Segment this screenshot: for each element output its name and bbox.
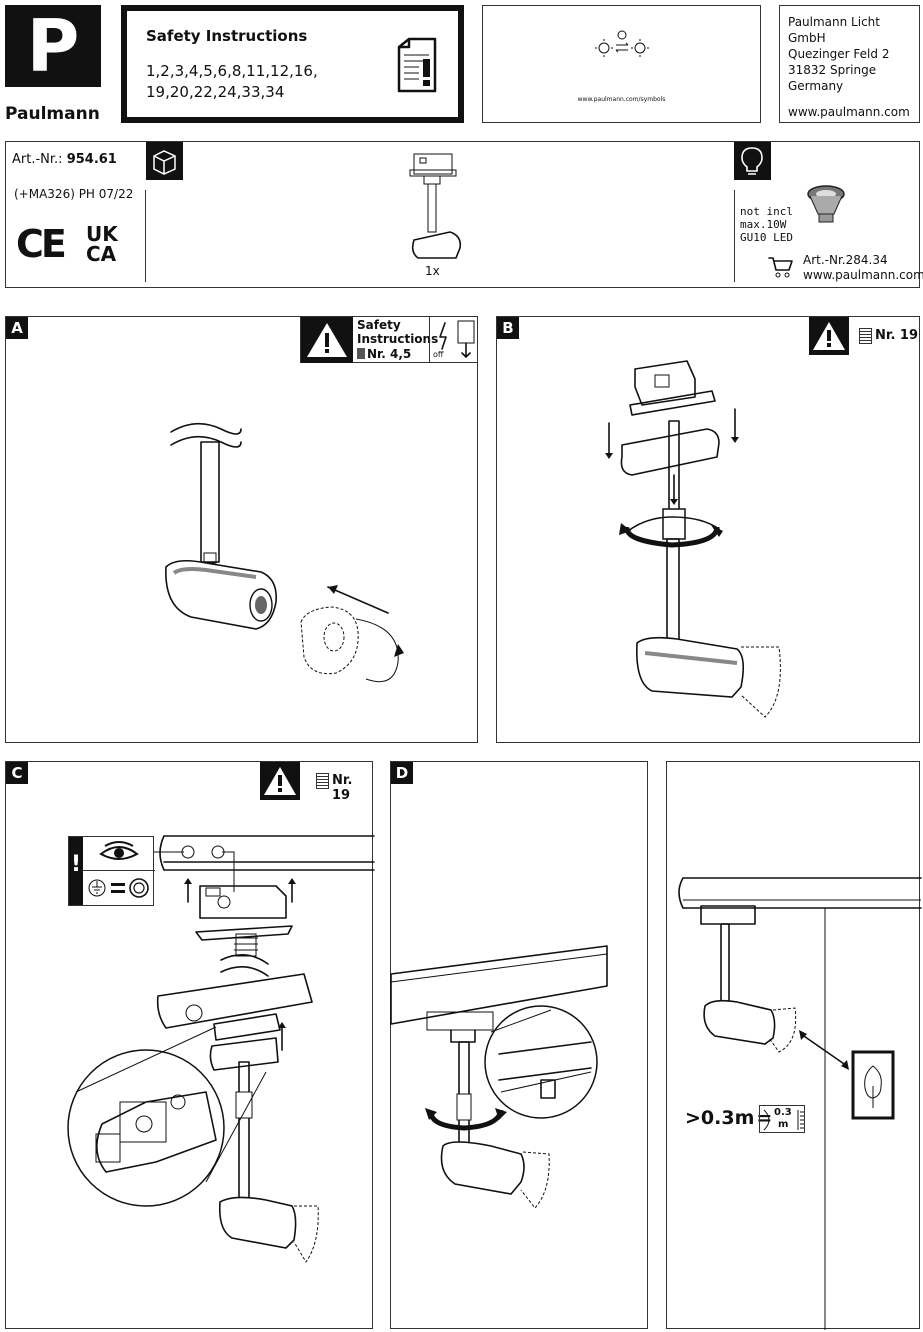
safety-numbers-2: 19,20,22,24,33,34 (146, 83, 285, 101)
step-a-panel: A Safety Instructions Nr. 4,5 off (5, 316, 478, 743)
step-c-nr: Nr. 19 (332, 773, 353, 803)
ground-warning-box: ! (68, 836, 155, 906)
ukca-mark: UK CA (86, 224, 118, 264)
eye-icon (99, 841, 139, 860)
step-b-illustration (605, 360, 781, 718)
company-web[interactable]: www.paulmann.com (788, 105, 910, 119)
lamp-max-watt: max.10W (740, 218, 787, 231)
divider-right (734, 190, 735, 282)
spotlight-product-illustration (409, 153, 462, 259)
warning-icon (809, 317, 849, 355)
step-b-label: B (497, 317, 519, 339)
brand-name: Paulmann (5, 104, 100, 124)
step-c-header: Nr. 19 (260, 762, 374, 803)
step-b-panel: B Nr. 19 (496, 316, 920, 743)
step-c-label: C (6, 762, 28, 784)
article-number: 954.61 (66, 152, 117, 167)
warning-icon (301, 317, 353, 363)
step-a-safety-nr: Nr. 4,5 (357, 347, 411, 361)
lamp-article: Art.-Nr.284.34 (803, 253, 888, 267)
product-box: Art.-Nr.: 954.61 (+MA326) PH 07/22 CE UK… (5, 141, 923, 288)
step-b-header: Nr. 19 (809, 317, 921, 355)
document-icon (357, 348, 365, 359)
step-d-panel: D (390, 761, 648, 1329)
step-d-illustration (390, 945, 608, 1209)
step-d-label: D (391, 762, 413, 784)
divider-left (145, 190, 146, 282)
step-c-illustration (67, 835, 375, 1263)
gu10-bulb-image (807, 185, 845, 223)
step-b-nr: Nr. 19 (875, 328, 918, 343)
company-country: Germany (788, 79, 844, 93)
distance-label-bottom: m (778, 1119, 789, 1130)
lamp-web[interactable]: www.paulmann.com (803, 268, 923, 282)
step-c-panel: C Nr. 19 ! (5, 761, 375, 1329)
safety-numbers-1: 1,2,3,4,5,6,8,11,12,16, (146, 62, 318, 80)
article-label-text: Art.-Nr.: (12, 152, 63, 167)
warning-icon (260, 762, 300, 800)
step-a-illustration (165, 422, 404, 683)
step-a-safety-title-2: Instructions (357, 332, 439, 346)
exclamation-icon: ! (69, 837, 83, 905)
product-quantity: 1x (425, 264, 440, 278)
symbols-box: www.paulmann.com/symbols (482, 5, 761, 123)
divider (83, 870, 155, 871)
variant-text: (+MA326) PH 07/22 (14, 187, 134, 201)
brand-logo: P (5, 5, 101, 87)
brand-logo-letter: P (26, 4, 80, 88)
safety-title: Safety Instructions (146, 27, 308, 45)
lamp-info: not incl max.10W GU10 LED (740, 205, 793, 244)
off-label: off (433, 350, 444, 359)
bulb-icon (734, 142, 771, 180)
distance-label-top: 0.3 (774, 1107, 792, 1118)
document-icon (859, 328, 872, 344)
step-e-panel: >0.3m= 0.3 m (666, 761, 922, 1330)
company-box: Paulmann Licht GmbH Quezinger Feld 2 318… (779, 5, 920, 123)
sun-icon (595, 30, 649, 57)
document-icon (316, 773, 329, 789)
cart-icon[interactable] (768, 255, 794, 279)
step-a-nr-text: Nr. 4,5 (367, 347, 412, 361)
company-name: Paulmann Licht GmbH (788, 15, 880, 45)
company-street: Quezinger Feld 2 (788, 47, 890, 61)
ce-mark: CE (16, 222, 67, 266)
power-off-icon: off (429, 317, 479, 363)
article-label: Art.-Nr.: 954.61 (12, 152, 117, 167)
step-a-label: A (6, 317, 28, 339)
safety-box: Safety Instructions 1,2,3,4,5,6,8,11,12,… (121, 5, 464, 123)
document-warning-icon (397, 37, 437, 93)
box-icon (146, 142, 183, 180)
step-a-safety-header: Safety Instructions Nr. 4,5 off (300, 317, 478, 363)
lamp-type: GU10 LED (740, 231, 793, 244)
distance-label-icon: 0.3 m (759, 1105, 805, 1133)
ground-icon (88, 878, 149, 898)
step-e-illustration (678, 877, 922, 1330)
symbols-url: www.paulmann.com/symbols (577, 96, 666, 103)
distance-value: >0.3m (685, 1107, 755, 1129)
lamp-not-included: not incl (740, 205, 793, 218)
ukca-bottom: CA (86, 242, 117, 266)
step-a-safety-title-1: Safety (357, 318, 401, 332)
company-city: 31832 Springe (788, 63, 877, 77)
ukca-top: UK (86, 222, 118, 246)
